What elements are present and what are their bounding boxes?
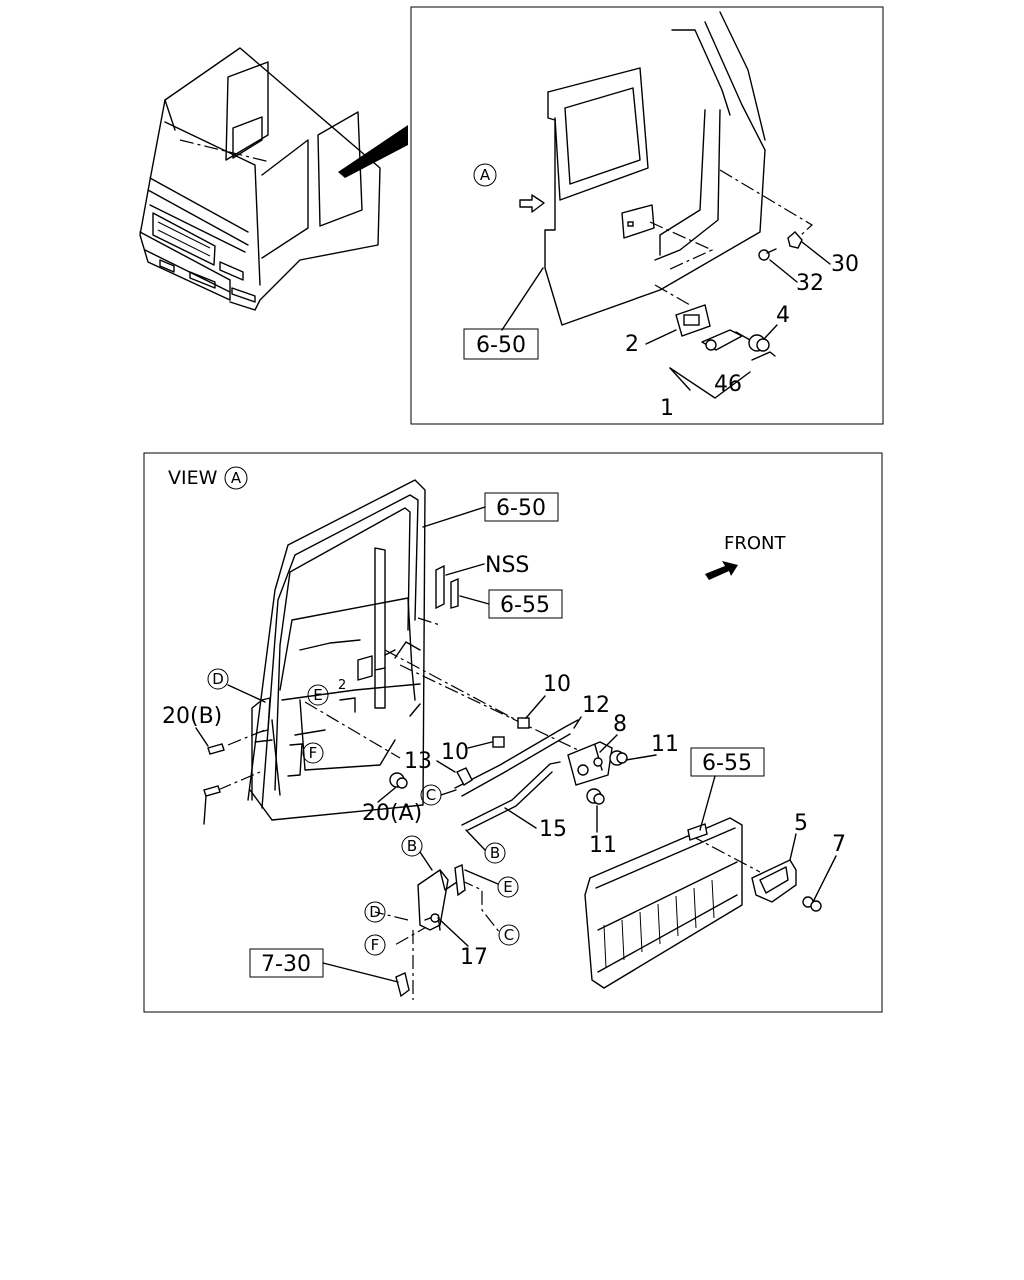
latch-part [567,741,613,786]
view-label: VIEW [168,467,218,489]
front-arrow-icon [705,561,738,580]
callout-4: 4 [776,303,790,328]
rod-parts [454,719,579,831]
truck-cab-illustration [139,47,408,311]
callout-17: 17 [460,945,488,970]
handle-part [751,859,822,912]
top-panel-frame [410,6,884,425]
top-panel-labels: A 6-50 2 4 46 1 30 32 [463,163,859,421]
callout-2: 2 [625,332,639,357]
view-marker-a-bottom: A [231,469,242,487]
ref-trim-6-55-upper: 6-55 [500,593,550,618]
callout-10a: 10 [543,672,571,697]
callout-8: 8 [613,712,627,737]
callout-32: 32 [796,271,824,296]
callout-30: 30 [831,252,859,277]
nss-label: NSS [485,553,529,578]
front-label: FRONT [724,533,786,554]
connector-f: F [309,744,318,762]
connector-markers-upper: E F 2 D [207,668,346,764]
bottom-panel-frame [143,452,883,1013]
ref-door-6-50: 6-50 [476,333,526,358]
connector-c-upper: C [426,786,436,804]
connector-d: E [313,686,322,704]
callout-46: 46 [714,372,742,397]
connector-e-lower: E [503,878,512,896]
callout-11a: 11 [651,732,679,757]
ref-door-6-50-bottom: 6-50 [496,496,546,521]
ref-lock-7-30: 7-30 [261,952,311,977]
ref-trim-6-55-lower: 6-55 [702,751,752,776]
inner-door-illustration [247,479,426,821]
callout-18: 20(A) [362,801,422,826]
bottom-panel-header: VIEW A FRONT [168,466,786,580]
callout-11b: 11 [589,833,617,858]
callout-12: 12 [582,693,610,718]
bottom-callouts: 6-50 6-55 6-55 7-30 10 10 12 8 11 11 13 … [162,492,846,983]
bolt-parts [203,743,628,805]
lock-lever-part [395,863,466,998]
connector-b-lower: B [407,837,417,855]
nss-part: NSS [435,553,529,610]
view-marker-a: A [480,166,491,184]
callout-5: 5 [794,811,808,836]
callout-15: 15 [539,817,567,842]
connector-c-lower: C [504,926,514,944]
callout-20a: 20(B) [162,704,222,729]
callout-7: 7 [832,832,846,857]
callout-13: 13 [404,749,432,774]
top-door-illustration [501,11,814,399]
connector-d-lower: D [369,903,381,921]
connector-e: D [212,670,224,688]
clip-parts [492,717,530,748]
inner-mark: 2 [338,678,346,693]
connector-f-lower: F [371,936,380,954]
trim-panel-part [584,817,743,989]
callout-1: 1 [660,396,674,421]
bottom-leader-lines [217,617,761,1000]
callout-10b: 10 [441,740,469,765]
connector-b-upper: B [490,844,500,862]
